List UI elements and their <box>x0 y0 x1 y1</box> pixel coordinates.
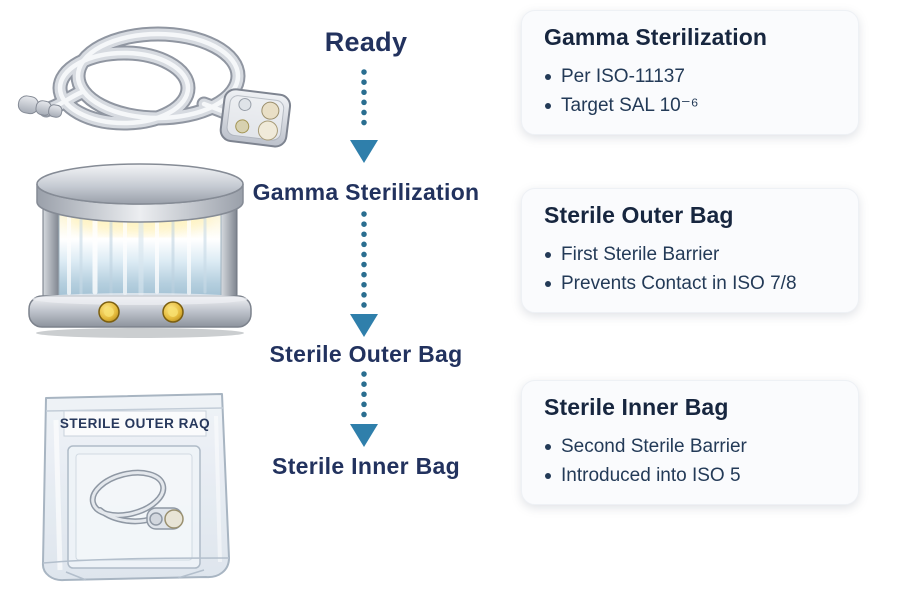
card-bullet: Introduced into ISO 5 <box>544 461 836 490</box>
flow-step-ready: Ready <box>324 27 408 57</box>
card-title: Gamma Sterilization <box>544 24 768 50</box>
card-bullet: Target SAL 10⁻⁶ <box>544 91 836 120</box>
info-card-sterile-inner-bag: Sterile Inner Bag Second Sterile Barrier… <box>521 380 859 505</box>
card-bullet: Prevents Contact in ISO 7/8 <box>544 269 836 298</box>
card-bullet: Second Sterile Barrier <box>544 432 836 461</box>
flow-arrow-down-1 <box>350 69 378 163</box>
cable-plug <box>17 95 63 118</box>
card-bullet-list: Second Sterile Barrier Introduced into I… <box>544 432 836 490</box>
flow-arrow-down-3 <box>350 371 378 447</box>
sterile-bag-illustration: STERILE OUTER RAQ <box>41 393 230 582</box>
card-bullet: First Sterile Barrier <box>544 240 836 269</box>
flow-step-sterile-outer-bag: Sterile Outer Bag <box>269 341 463 367</box>
info-card-gamma-sterilization: Gamma Sterilization Per ISO-11137 Target… <box>521 10 859 135</box>
card-bullet: Per ISO-11137 <box>544 62 836 91</box>
gamma-chamber-illustration <box>28 163 252 338</box>
flow-arrow-down-2 <box>350 211 378 337</box>
flow-step-sterile-inner-bag: Sterile Inner Bag <box>272 453 460 479</box>
card-title: Sterile Outer Bag <box>544 202 734 228</box>
info-card-sterile-outer-bag: Sterile Outer Bag First Sterile Barrier … <box>521 188 859 313</box>
chamber-buttons <box>98 301 184 323</box>
flow-step-gamma-sterilization: Gamma Sterilization <box>252 179 480 205</box>
device-cable-illustration <box>17 26 292 148</box>
card-bullet-list: Per ISO-11137 Target SAL 10⁻⁶ <box>544 62 836 120</box>
card-bullet-list: First Sterile Barrier Prevents Contact i… <box>544 240 836 298</box>
cable-connector <box>219 88 292 148</box>
bag-label-text: STERILE OUTER RAQ <box>60 416 210 431</box>
card-title: Sterile Inner Bag <box>544 394 729 420</box>
